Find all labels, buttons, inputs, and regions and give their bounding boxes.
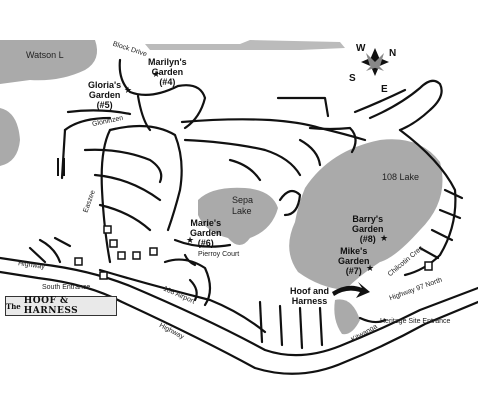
marie-star-icon: ★ (186, 235, 195, 245)
roads (0, 58, 478, 375)
sign-name: HOOF & HARNESS (23, 296, 79, 316)
hoof-and-harness-sign: The HOOF & HARNESS (5, 296, 117, 316)
lake-108-label: 108 Lake (382, 172, 420, 182)
barry-star-icon: ★ (380, 233, 389, 243)
sepa-lake (198, 187, 278, 245)
mike-star-icon: ★ (366, 263, 375, 273)
building-markers (74, 225, 433, 280)
marilyn-garden-label: Marilyn's Garden (#4) (148, 57, 187, 87)
sign-the: The (6, 301, 21, 311)
lake-108 (289, 139, 443, 290)
gloria-garden-label: Gloria's Garden (#5) (88, 80, 122, 110)
compass-w: W (356, 43, 366, 54)
sepa-lake-label-2: Lake (232, 206, 252, 216)
pierroy-court-label: Pierroy Court (198, 251, 240, 258)
watson-lake (0, 40, 98, 84)
marie-garden-label: Marie's Garden (#6) (190, 218, 222, 248)
heritage-entrance-label: Heritage Site Entrance (380, 318, 451, 325)
compass-s: S (349, 73, 356, 84)
top-water-shapes (145, 40, 345, 50)
gloria-star-icon: ★ (124, 85, 133, 95)
left-markers (57, 158, 65, 176)
compass-e: E (381, 84, 388, 95)
marilyn-star-icon: ★ (152, 69, 161, 79)
compass-rose (361, 48, 389, 76)
barry-garden-label: Barry's Garden (#8) (352, 214, 384, 244)
south-entrance-label: South Entrance (42, 284, 91, 291)
watson-lake-label: Watson L (26, 50, 64, 60)
lake-inlet (334, 299, 360, 335)
hoof-and-harness-label: Hoof and Harness (290, 286, 329, 306)
compass-n: N (389, 48, 397, 59)
mike-garden-label: Mike's Garden (#7) (338, 246, 370, 276)
venue-arrow (332, 282, 370, 298)
sepa-lake-label-1: Sepa (232, 195, 254, 205)
left-lake (0, 108, 20, 166)
